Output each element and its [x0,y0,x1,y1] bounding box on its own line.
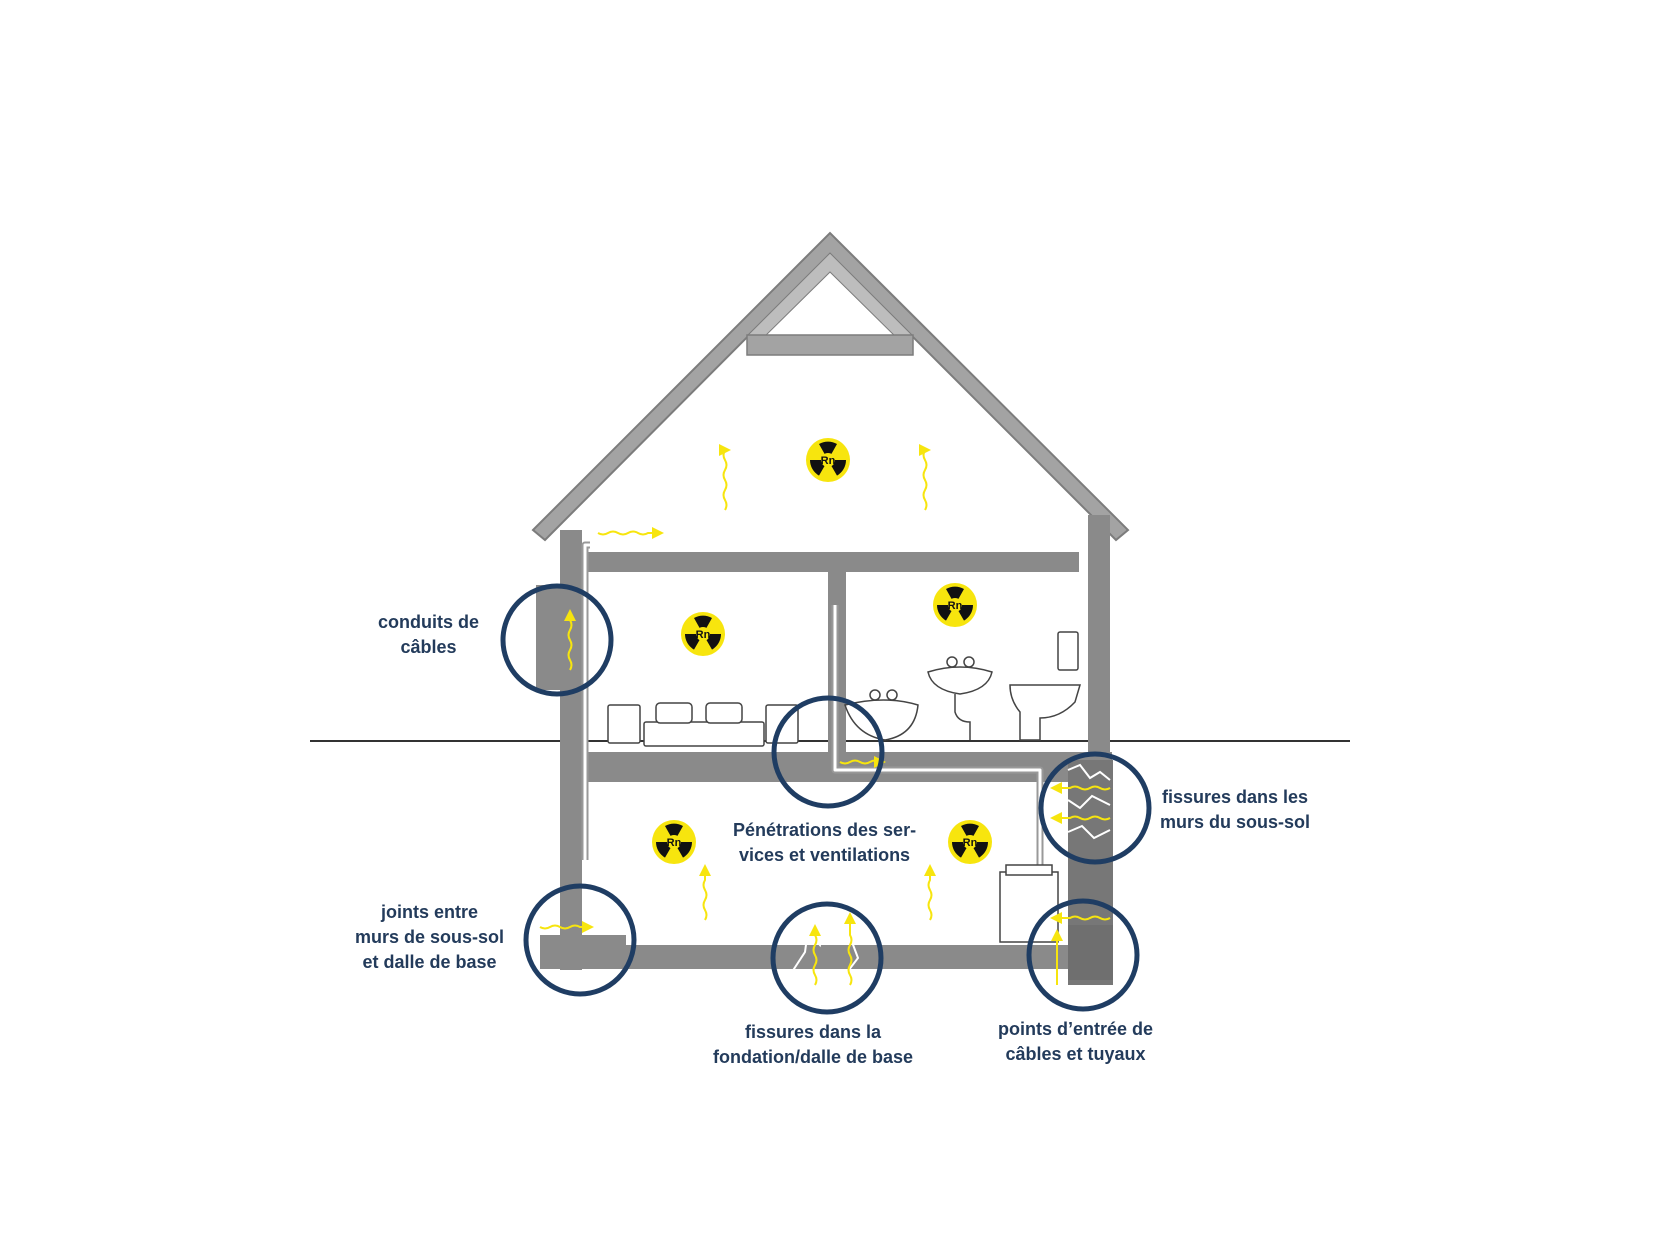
bedroom-furniture [607,702,799,747]
radon-label: Rn [667,837,682,849]
radon-symbol-bathroom: Rn [933,583,977,627]
radon-label: Rn [696,629,711,641]
radon-label: Rn [963,837,978,849]
circle-slab-cracks [770,901,884,1015]
circle-conduits [500,583,614,697]
circle-entry-points [1026,898,1140,1012]
radon-label: Rn [821,455,836,467]
label-penetrations: Pénétrations des ser-vices et ventilatio… [733,820,917,865]
wall-cracks [1067,763,1111,840]
radon-label: Rn [948,600,963,612]
circle-wall-cracks [1038,751,1152,865]
basement-appliance [999,864,1059,943]
circle-penetrations [771,695,885,809]
slab-cracks [789,924,867,976]
radon-symbol-basement-left: Rn [652,820,696,864]
radon-symbol-attic: Rn [806,438,850,482]
radon-symbol-bedroom: Rn [681,612,725,656]
highlight-circles [500,583,1152,1015]
circle-joints [523,883,637,997]
radon-flow-arrows [539,444,1111,986]
roof [531,231,1130,542]
radon-symbol-basement-right: Rn [948,820,992,864]
bathroom-furniture [844,631,1082,741]
